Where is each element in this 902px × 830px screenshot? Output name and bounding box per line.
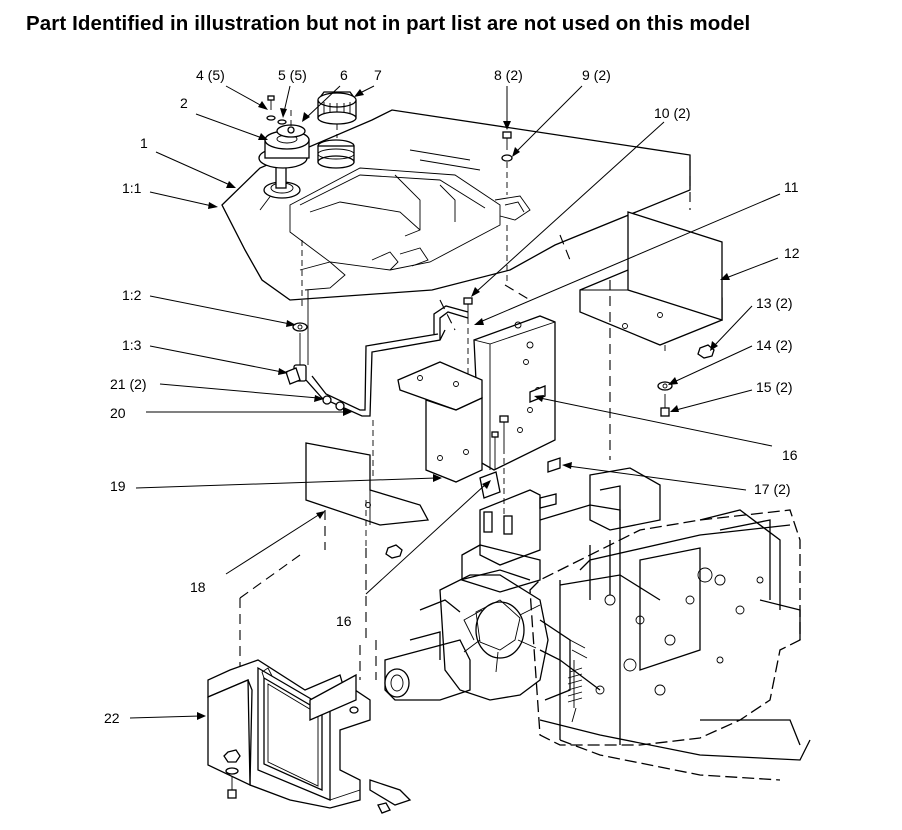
- bolt-15: [660, 394, 670, 417]
- callout-14: 14 (2): [756, 337, 793, 353]
- callout-22: 22: [104, 710, 120, 726]
- callout-11: 11: [784, 179, 799, 195]
- callout-8: 8 (2): [494, 67, 523, 83]
- shield-bracket: [309, 640, 377, 721]
- callout-9: 9 (2): [582, 67, 611, 83]
- phantom-lines: [239, 160, 691, 690]
- fuel-cap: [317, 91, 357, 125]
- battery-hold-down-plate: [305, 420, 430, 559]
- callout-13: 13 (2): [756, 295, 793, 311]
- screw-4: [266, 95, 276, 121]
- bolt-22: [223, 749, 241, 799]
- callout-6: 6: [340, 67, 348, 83]
- callout-2: 2: [180, 95, 188, 111]
- callout-12: 12: [784, 245, 800, 261]
- callout-21: 21 (2): [110, 376, 147, 392]
- battery-holder-bracket: [397, 361, 483, 483]
- callout-4: 4 (5): [196, 67, 225, 83]
- fuel-sender-assembly: [258, 108, 310, 169]
- page-title: Part Identified in illustration but not …: [26, 12, 751, 35]
- rear-shield: [207, 659, 412, 814]
- callout-1: 1: [140, 135, 148, 151]
- callout-15: 15 (2): [756, 379, 793, 395]
- callout-20: 20: [110, 405, 126, 421]
- chassis-frame: [529, 509, 811, 781]
- leader-lines: [129, 85, 781, 720]
- bolt-8: [501, 131, 513, 285]
- battery-bracket: [473, 315, 556, 499]
- filler-grommet: [317, 139, 355, 169]
- callout-5: 5 (5): [278, 67, 307, 83]
- callout-7: 7: [374, 67, 382, 83]
- spring: [567, 660, 583, 723]
- callout-1-3: 1:3: [122, 337, 142, 353]
- washer-5: [277, 119, 287, 125]
- callout-labels: 4 (5) 5 (5) 6 7 2 1 1:1 8 (2) 9 (2) 10 (…: [104, 67, 800, 726]
- callout-17: 17 (2): [754, 481, 791, 497]
- callout-1-1: 1:1: [122, 180, 142, 196]
- transmission-assembly: [384, 569, 601, 701]
- fuel-line: [285, 240, 469, 417]
- callout-16-lower: 16: [336, 613, 352, 629]
- callout-19: 19: [110, 478, 126, 494]
- callout-18: 18: [190, 579, 206, 595]
- bolt-17: [491, 415, 561, 520]
- frame-bracket: [461, 467, 661, 593]
- callout-10: 10 (2): [654, 105, 691, 121]
- washer-14: [657, 381, 673, 391]
- nut-13: [697, 344, 715, 359]
- callout-1-2: 1:2: [122, 287, 142, 303]
- callout-16-right: 16: [782, 447, 798, 463]
- battery-tray: [579, 211, 723, 352]
